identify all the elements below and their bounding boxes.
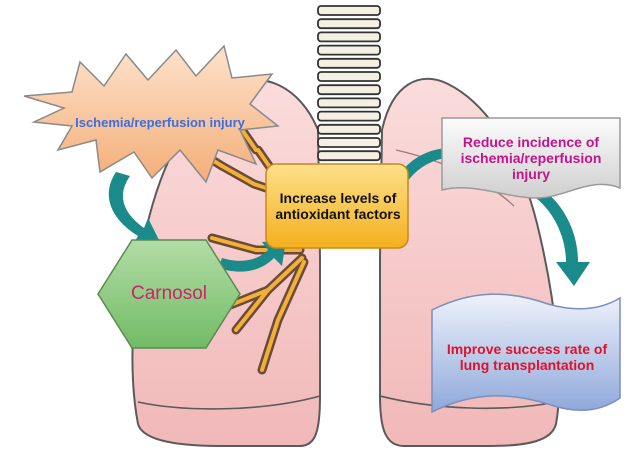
carnosol-label: Carnosol <box>98 256 240 332</box>
trachea-ring <box>318 85 380 94</box>
trachea-ring <box>318 138 380 147</box>
trachea-ring <box>318 46 380 55</box>
trachea-ring <box>318 32 380 41</box>
trachea-ring <box>318 19 380 28</box>
improve-label: Improve success rate of lung transplanta… <box>432 322 622 392</box>
ischemia-label: Ischemia/reperfusion injury <box>70 98 250 148</box>
trachea-ring <box>318 125 380 134</box>
trachea-ring <box>318 98 380 107</box>
reduce-label: Reduce incidence of ischemia/reperfusion… <box>442 118 620 198</box>
trachea-ring <box>318 72 380 81</box>
trachea-ring <box>318 151 380 160</box>
trachea <box>318 6 380 160</box>
trachea-ring <box>318 6 380 15</box>
antioxidant-label: Increase levels of antioxidant factors <box>268 164 408 248</box>
trachea-ring <box>318 112 380 121</box>
trachea-ring <box>318 59 380 68</box>
